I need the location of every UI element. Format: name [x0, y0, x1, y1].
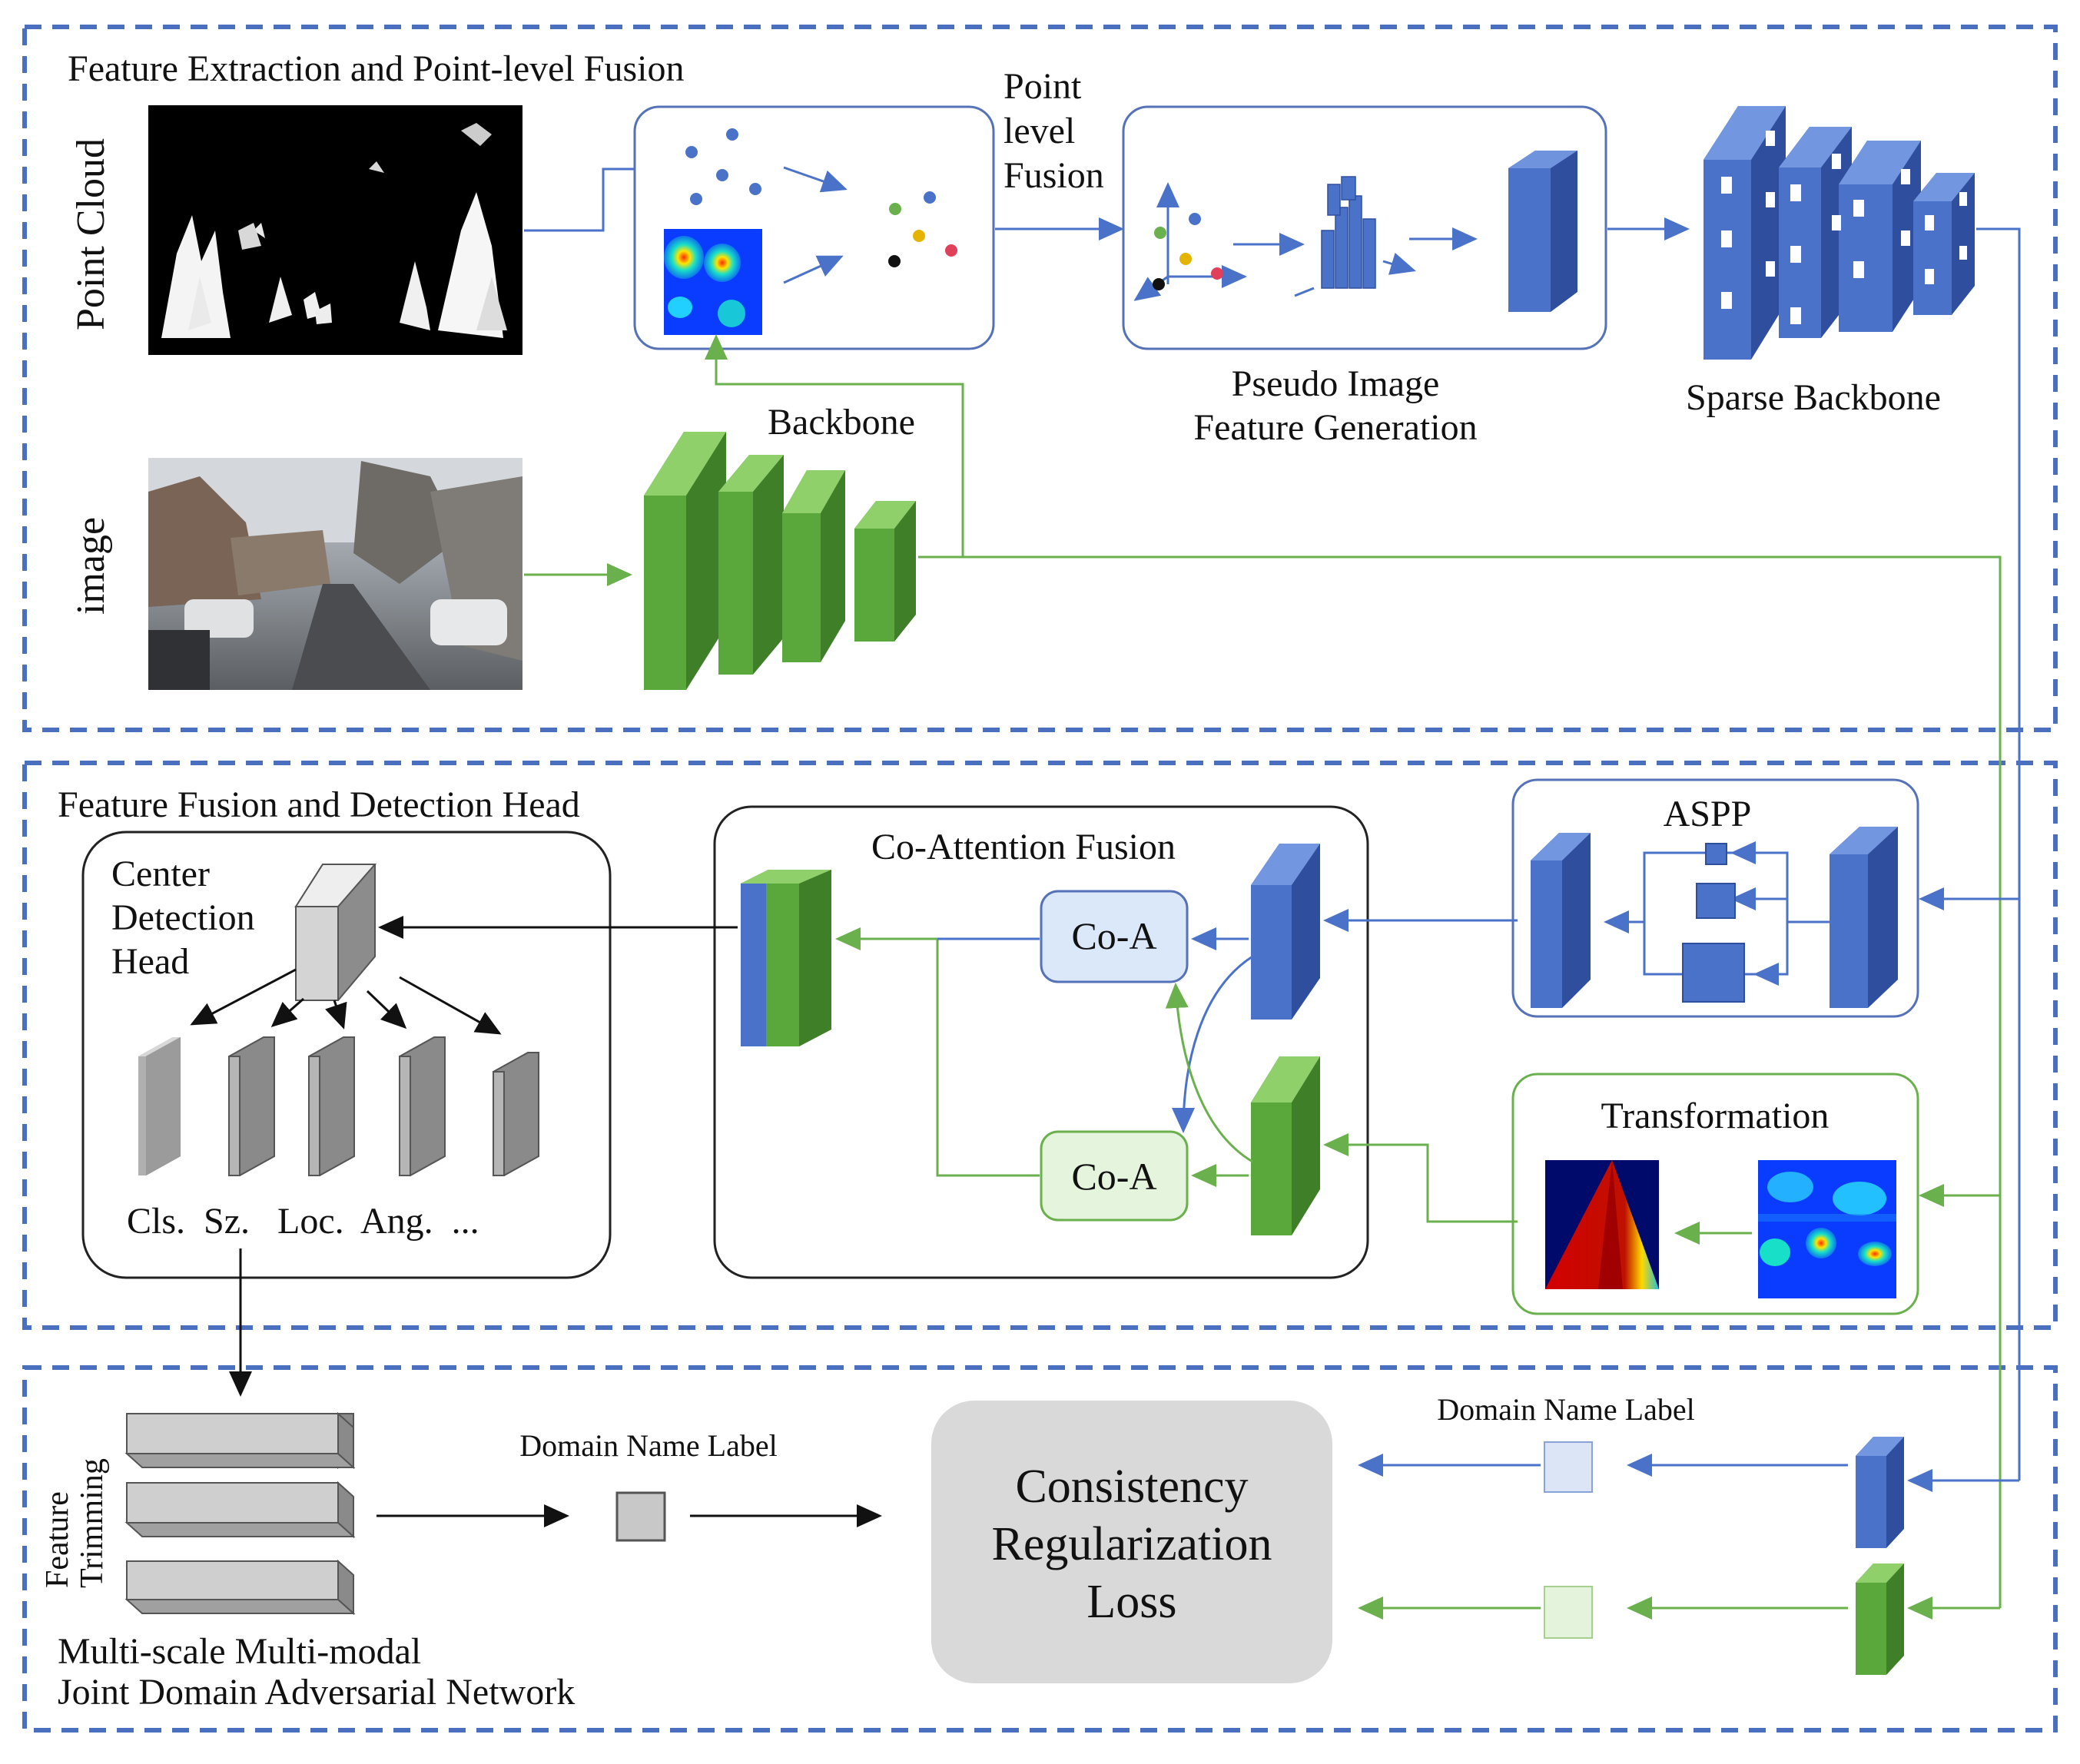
section-middle-border [22, 761, 2058, 1330]
fused-points [888, 191, 957, 267]
co-a-top-box [1040, 890, 1189, 983]
loss-label-2: Regularization [992, 1518, 1272, 1570]
point-cloud-label: Point Cloud [69, 138, 113, 330]
aspp-output-block [1531, 833, 1591, 1008]
point-cloud-image [148, 105, 522, 355]
section-top-title: Feature Extraction and Point-level Fusio… [68, 48, 685, 89]
head-arrows [190, 968, 502, 1035]
co-attn-blue-block [1251, 844, 1320, 1020]
aspp-label: ASPP [1664, 794, 1752, 834]
loss-label-3: Loss [1086, 1576, 1176, 1628]
transformation-heatmap [1758, 1160, 1896, 1298]
pseudo-image-label-1: Pseudo Image [1232, 363, 1440, 404]
domain-label-left-box [615, 1491, 666, 1542]
head-output-plates [138, 1036, 539, 1176]
detection-head-block [294, 864, 377, 1001]
co-a-bottom-label: Co-A [1071, 1155, 1156, 1198]
domain-label-left: Domain Name Label [519, 1428, 777, 1463]
domain-label-right-blue-box [1544, 1441, 1593, 1493]
street-image [148, 458, 522, 690]
section-bottom-border [22, 1365, 2058, 1732]
center-head-label-1: Center [111, 854, 210, 894]
co-a-bottom-box [1040, 1130, 1189, 1222]
sparse-backbone-blocks [1703, 106, 1975, 360]
arrow-transform-to-coattn [1323, 1133, 1518, 1223]
feature-trimming-label-2: Trimming [75, 1458, 110, 1588]
image-label: image [69, 517, 113, 615]
center-head-label-2: Detection [111, 897, 255, 938]
loss-label-1: Consistency [1015, 1461, 1248, 1513]
bottom-green-block [1856, 1563, 1904, 1675]
section-top-border [22, 25, 2058, 732]
point-level-fusion-label-3: Fusion [1004, 155, 1104, 196]
bottom-title-1: Multi-scale Multi-modal [58, 1631, 421, 1672]
pillar-icon [1321, 176, 1376, 289]
fusion-points-blue [685, 128, 761, 205]
pseudo-image-label-2: Feature Generation [1193, 407, 1477, 448]
point-level-fusion-label-1: Point [1004, 66, 1082, 107]
line-image-features-right [918, 555, 2002, 1608]
feature-trimming-label-1: Feature [40, 1491, 75, 1588]
aspp-input-block [1830, 827, 1898, 1008]
aspp-branches [1604, 841, 1830, 986]
section-middle-title: Feature Fusion and Detection Head [58, 784, 580, 825]
bottom-title-2: Joint Domain Adversarial Network [58, 1672, 575, 1713]
pseudo-image-block [1508, 151, 1577, 312]
point-level-fusion-label-2: level [1004, 111, 1075, 151]
head-outputs-label: Cls. Sz. Loc. Ang. ... [127, 1201, 479, 1242]
domain-label-right: Domain Name Label [1437, 1392, 1694, 1427]
line-lidar-features-right [1976, 227, 2021, 1480]
trimming-slabs [124, 1411, 356, 1616]
backbone-label: Backbone [768, 402, 915, 443]
bottom-blue-block [1856, 1437, 1904, 1548]
center-head-label-3: Head [111, 941, 189, 982]
domain-label-right-green-box [1544, 1586, 1593, 1639]
co-attn-output-block [741, 870, 831, 1046]
co-a-top-label: Co-A [1071, 914, 1156, 957]
co-attention-box [713, 805, 1369, 1279]
co-attention-label: Co-Attention Fusion [871, 827, 1176, 867]
sparse-backbone-label: Sparse Backbone [1686, 377, 1941, 418]
bev-cone-image [1545, 1160, 1659, 1289]
transformation-label: Transformation [1601, 1096, 1830, 1136]
image-backbone-blocks [644, 432, 916, 690]
loss-box [931, 1401, 1332, 1683]
fusion-heatmap [664, 229, 762, 335]
co-attn-green-block [1251, 1056, 1320, 1235]
